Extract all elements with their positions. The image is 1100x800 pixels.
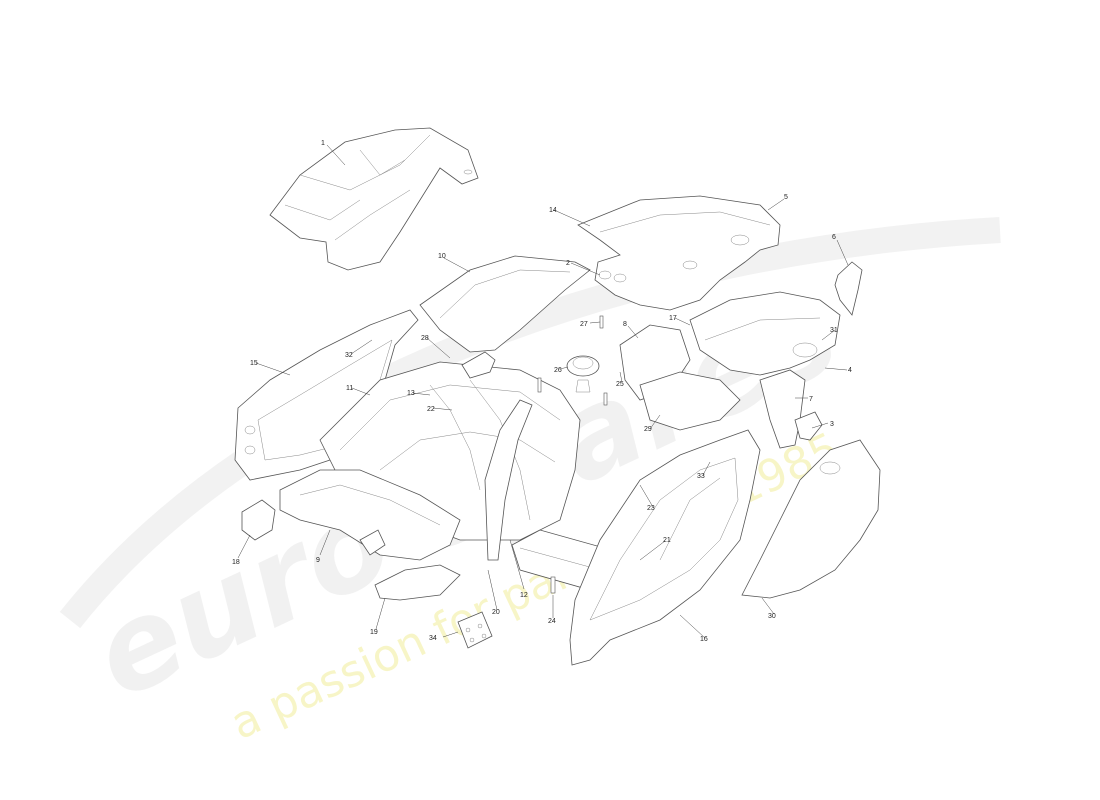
callout-34: 34 — [429, 635, 437, 642]
callout-9: 9 — [316, 557, 320, 564]
callout-7: 7 — [809, 396, 813, 403]
callout-20: 20 — [492, 609, 500, 616]
callout-14: 14 — [549, 207, 557, 214]
callout-27: 27 — [580, 321, 588, 328]
part-right-body-side — [569, 429, 761, 666]
callout-21: 21 — [663, 537, 671, 544]
callout-4: 4 — [848, 367, 852, 374]
callout-labels: 1 2 3 4 5 6 7 8 9 10 11 12 13 14 15 16 1… — [232, 140, 852, 643]
callout-26: 26 — [554, 367, 562, 374]
bolt-27 — [599, 315, 604, 329]
callout-13: 13 — [407, 390, 415, 397]
part-rear-parcel-shelf — [577, 195, 781, 311]
callout-5: 5 — [784, 194, 788, 201]
callout-15: 15 — [250, 360, 258, 367]
callout-18: 18 — [232, 559, 240, 566]
callout-23: 23 — [647, 505, 655, 512]
part-spare-wheel-well — [566, 355, 600, 393]
callout-33: 33 — [697, 473, 705, 480]
leader-lines — [237, 144, 849, 639]
bolts — [537, 315, 608, 594]
callout-30: 30 — [768, 613, 776, 620]
part-rear-floor — [689, 291, 841, 376]
callout-17: 17 — [669, 315, 677, 322]
callout-16: 16 — [700, 636, 708, 643]
bolt-24 — [550, 576, 556, 594]
callout-25: 25 — [616, 381, 624, 388]
callout-12: 12 — [520, 592, 528, 599]
callout-2: 2 — [566, 260, 570, 267]
part-plate — [457, 611, 493, 649]
part-rear-quarter-panel — [741, 439, 881, 599]
callout-24: 24 — [548, 618, 556, 625]
callout-11: 11 — [346, 385, 353, 392]
part-rear-bracket — [834, 261, 863, 316]
part-roof-panel — [419, 255, 591, 353]
callout-32: 32 — [345, 352, 353, 359]
callout-3: 3 — [830, 421, 834, 428]
part-floor-tunnel — [619, 324, 823, 449]
callout-10: 10 — [438, 253, 446, 260]
callout-19: 19 — [370, 629, 378, 636]
callout-22: 22 — [427, 406, 435, 413]
part-front-crossmember — [241, 469, 461, 601]
callout-28: 28 — [421, 335, 429, 342]
callout-31: 31 — [830, 327, 838, 334]
part-a-pillar — [484, 399, 533, 561]
callout-29: 29 — [644, 426, 652, 433]
bolt-near-25 — [537, 377, 542, 393]
callout-1: 1 — [321, 140, 325, 147]
bolt-near-29 — [603, 392, 608, 406]
part-bracket-28 — [461, 351, 496, 379]
part-body-shell-assembly — [269, 127, 479, 271]
callout-6: 6 — [832, 234, 836, 241]
callout-8: 8 — [623, 321, 627, 328]
